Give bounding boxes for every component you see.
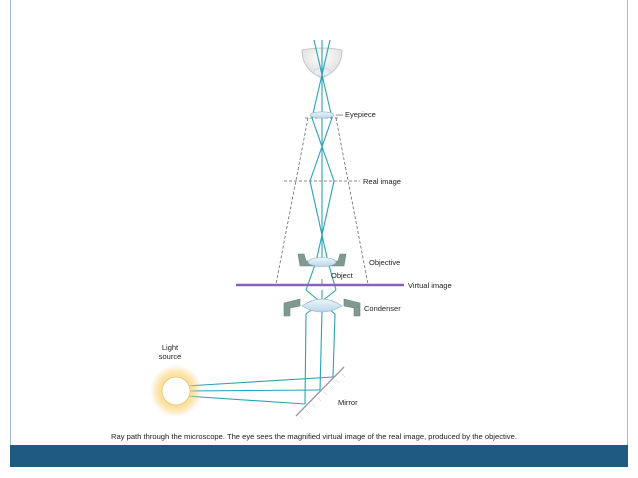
- label-object: Object: [331, 271, 354, 280]
- eyepiece-lens: [309, 111, 343, 119]
- ray-paths: [185, 39, 337, 405]
- figure-caption: Ray path through the microscope. The eye…: [111, 432, 517, 441]
- frame-right-border: [627, 0, 628, 445]
- label-mirror: Mirror: [338, 398, 358, 407]
- label-objective: Objective: [369, 258, 400, 267]
- label-light-source-line1: Light: [162, 343, 179, 352]
- label-condenser: Condenser: [364, 304, 401, 313]
- label-light-source-line2: source: [159, 352, 182, 361]
- light-source: [150, 365, 202, 417]
- condenser-lens: [283, 298, 361, 317]
- label-virtual-image: Virtual image: [408, 281, 452, 290]
- objective-lens: [297, 253, 347, 267]
- label-real-image: Real image: [363, 177, 401, 186]
- slide-footer-bar: [10, 445, 628, 467]
- frame-left-border: [10, 0, 11, 445]
- mirror: [295, 366, 346, 420]
- label-eyepiece: Eyepiece: [345, 110, 376, 119]
